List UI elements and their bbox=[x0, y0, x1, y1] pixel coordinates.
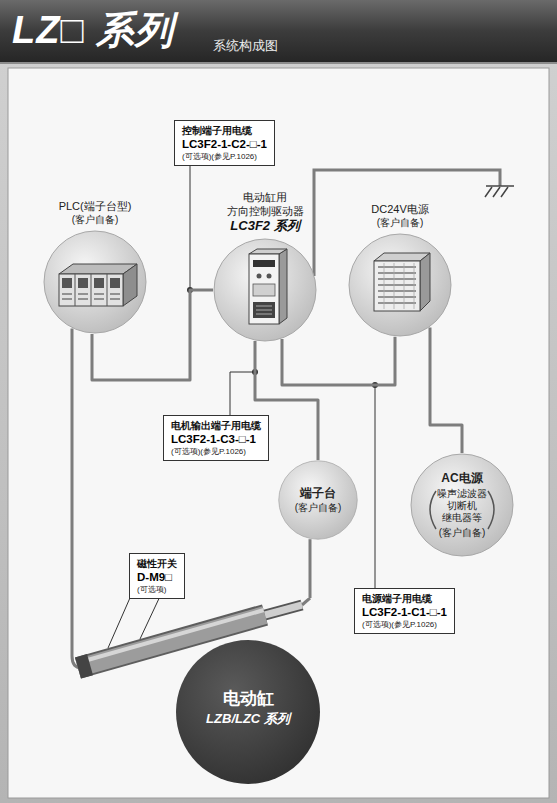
svg-shape bbox=[430, 491, 436, 529]
ground-wire-path bbox=[314, 170, 500, 276]
svg-shape bbox=[256, 306, 272, 314]
cylinder-text: 电动缸LZB/LZC 系列 bbox=[168, 688, 328, 728]
option-note: (可选项)(参见P.1026) bbox=[362, 619, 447, 630]
circle-heading: PLC(端子台型)(客户自备) bbox=[43, 199, 147, 226]
title-wrap: LZ□ 系列 bbox=[12, 8, 174, 52]
ground-symbol bbox=[485, 186, 514, 197]
svg-shape bbox=[302, 598, 310, 605]
leader-line bbox=[375, 385, 376, 600]
cable-callout-box: 控制端子用电缆LC3F2-1-C2-□-1(可选项)(参见P.1026) bbox=[174, 120, 275, 166]
content-panel bbox=[8, 68, 549, 798]
svg-shape bbox=[253, 302, 275, 318]
cable-name: 控制端子用电缆 bbox=[182, 124, 267, 137]
svg-shape bbox=[253, 284, 275, 296]
cylinder-node: 电动缸LZB/LZC 系列 bbox=[60, 598, 322, 786]
component-note: LC3F2 系列 bbox=[213, 218, 317, 234]
component-circle: 端子台(客户自备) bbox=[278, 460, 358, 540]
part-number: LC3F2-1-C2-□-1 bbox=[182, 137, 267, 151]
cable-connector bbox=[71, 329, 74, 598]
page-title: LZ□ 系列 bbox=[12, 8, 174, 52]
component-note: (客户自备) bbox=[43, 213, 147, 226]
component-note: (客户自备) bbox=[348, 216, 452, 229]
svg-shape bbox=[249, 254, 279, 324]
component-circle: 电动缸用 方向控制驱动器LC3F2 系列 bbox=[213, 238, 317, 342]
svg-shape bbox=[349, 234, 451, 336]
cable-callout-box: 磁性开关D-M9□(可选项) bbox=[129, 553, 185, 599]
component-circle: PLC(端子台型)(客户自备) bbox=[43, 230, 147, 334]
header-bar bbox=[0, 0, 557, 62]
component-circle: DC24V电源(客户自备) bbox=[348, 233, 452, 337]
component-circle: AC电源噪声滤波器 切断机 继电器等 (客户自备) bbox=[410, 453, 514, 557]
ground-wire bbox=[314, 170, 500, 276]
circle-heading: DC24V电源(客户自备) bbox=[348, 202, 452, 229]
svg-shape bbox=[62, 294, 120, 299]
series-name: LZB/LZC 系列 bbox=[168, 710, 328, 728]
cable-name: 电机输出端子用电缆 bbox=[171, 419, 261, 432]
svg-shape bbox=[279, 461, 357, 539]
component-name: DC24V电源 bbox=[348, 202, 452, 216]
component-note: (客户自备) bbox=[439, 526, 486, 539]
svg-shape bbox=[411, 454, 513, 556]
component-note: 噪声滤波器 切断机 继电器等 bbox=[433, 488, 491, 524]
ground-bar bbox=[486, 185, 514, 187]
svg-shape bbox=[257, 274, 262, 279]
cable-callout-box: 电源端子用电缆LC3F2-1-C1-□-1(可选项)(参见P.1026) bbox=[354, 588, 455, 634]
option-note: (可选项) bbox=[137, 584, 177, 595]
svg-shape bbox=[123, 264, 137, 306]
part-number: D-M9□ bbox=[137, 570, 177, 584]
svg-shape bbox=[267, 274, 272, 279]
cable-connector bbox=[430, 328, 462, 454]
svg-shape bbox=[78, 615, 265, 668]
cable-connector bbox=[309, 539, 312, 598]
leader-line bbox=[190, 150, 191, 290]
circle-heading: 电动缸用 方向控制驱动器LC3F2 系列 bbox=[213, 190, 317, 234]
circle-text: AC电源噪声滤波器 切断机 继电器等 (客户自备) bbox=[410, 453, 514, 557]
svg-shape bbox=[78, 278, 88, 288]
cable-name: 电源端子用电缆 bbox=[362, 592, 447, 605]
component-name: AC电源 bbox=[441, 471, 482, 486]
circle-outline bbox=[43, 230, 147, 334]
svg-shape bbox=[420, 253, 430, 311]
svg-shape bbox=[110, 278, 120, 288]
svg-shape bbox=[253, 260, 275, 267]
cable-callout-box: 电机输出端子用电缆LC3F2-1-C3-□-1(可选项)(参见P.1026) bbox=[163, 415, 269, 461]
ground-hatch bbox=[485, 187, 508, 197]
part-number: LC3F2-1-C1-□-1 bbox=[362, 605, 447, 619]
svg-shape bbox=[374, 261, 420, 311]
component-note: (客户自备) bbox=[295, 501, 342, 514]
cable-name: 磁性开关 bbox=[137, 557, 177, 570]
svg-shape bbox=[265, 605, 302, 615]
svg-shape bbox=[249, 249, 287, 254]
cylinder-illustration bbox=[60, 598, 322, 786]
part-number: LC3F2-1-C3-□-1 bbox=[171, 432, 261, 446]
cable-connector bbox=[282, 337, 395, 385]
svg-shape bbox=[214, 239, 316, 341]
option-note: (可选项)(参见P.1026) bbox=[171, 446, 261, 457]
svg-shape bbox=[78, 665, 90, 668]
circle-text: 端子台(客户自备) bbox=[278, 460, 358, 540]
svg-shape bbox=[279, 249, 287, 324]
svg-shape bbox=[59, 274, 123, 306]
component-name: 电动缸用 方向控制驱动器 bbox=[213, 190, 317, 218]
component-name: 端子台 bbox=[300, 486, 336, 501]
svg-shape bbox=[44, 231, 146, 333]
svg-shape bbox=[265, 605, 302, 615]
svg-shape bbox=[75, 274, 107, 306]
component-name: 电动缸 bbox=[168, 688, 328, 710]
leader-group bbox=[108, 150, 375, 648]
subtitle-label: 系统构成图 bbox=[213, 38, 278, 54]
option-note: (可选项)(参见P.1026) bbox=[182, 151, 267, 162]
label-wrap: 系统构成图 bbox=[213, 38, 278, 54]
svg-shape bbox=[78, 615, 265, 668]
header-rule bbox=[0, 62, 557, 64]
svg-shape bbox=[94, 278, 104, 288]
circle-outline bbox=[348, 233, 452, 337]
svg-shape bbox=[77, 610, 264, 663]
svg-shape bbox=[488, 491, 494, 529]
component-name: PLC(端子台型) bbox=[43, 199, 147, 213]
svg-shape bbox=[62, 278, 72, 288]
svg-shape bbox=[384, 263, 414, 309]
circle-outline bbox=[213, 238, 317, 342]
